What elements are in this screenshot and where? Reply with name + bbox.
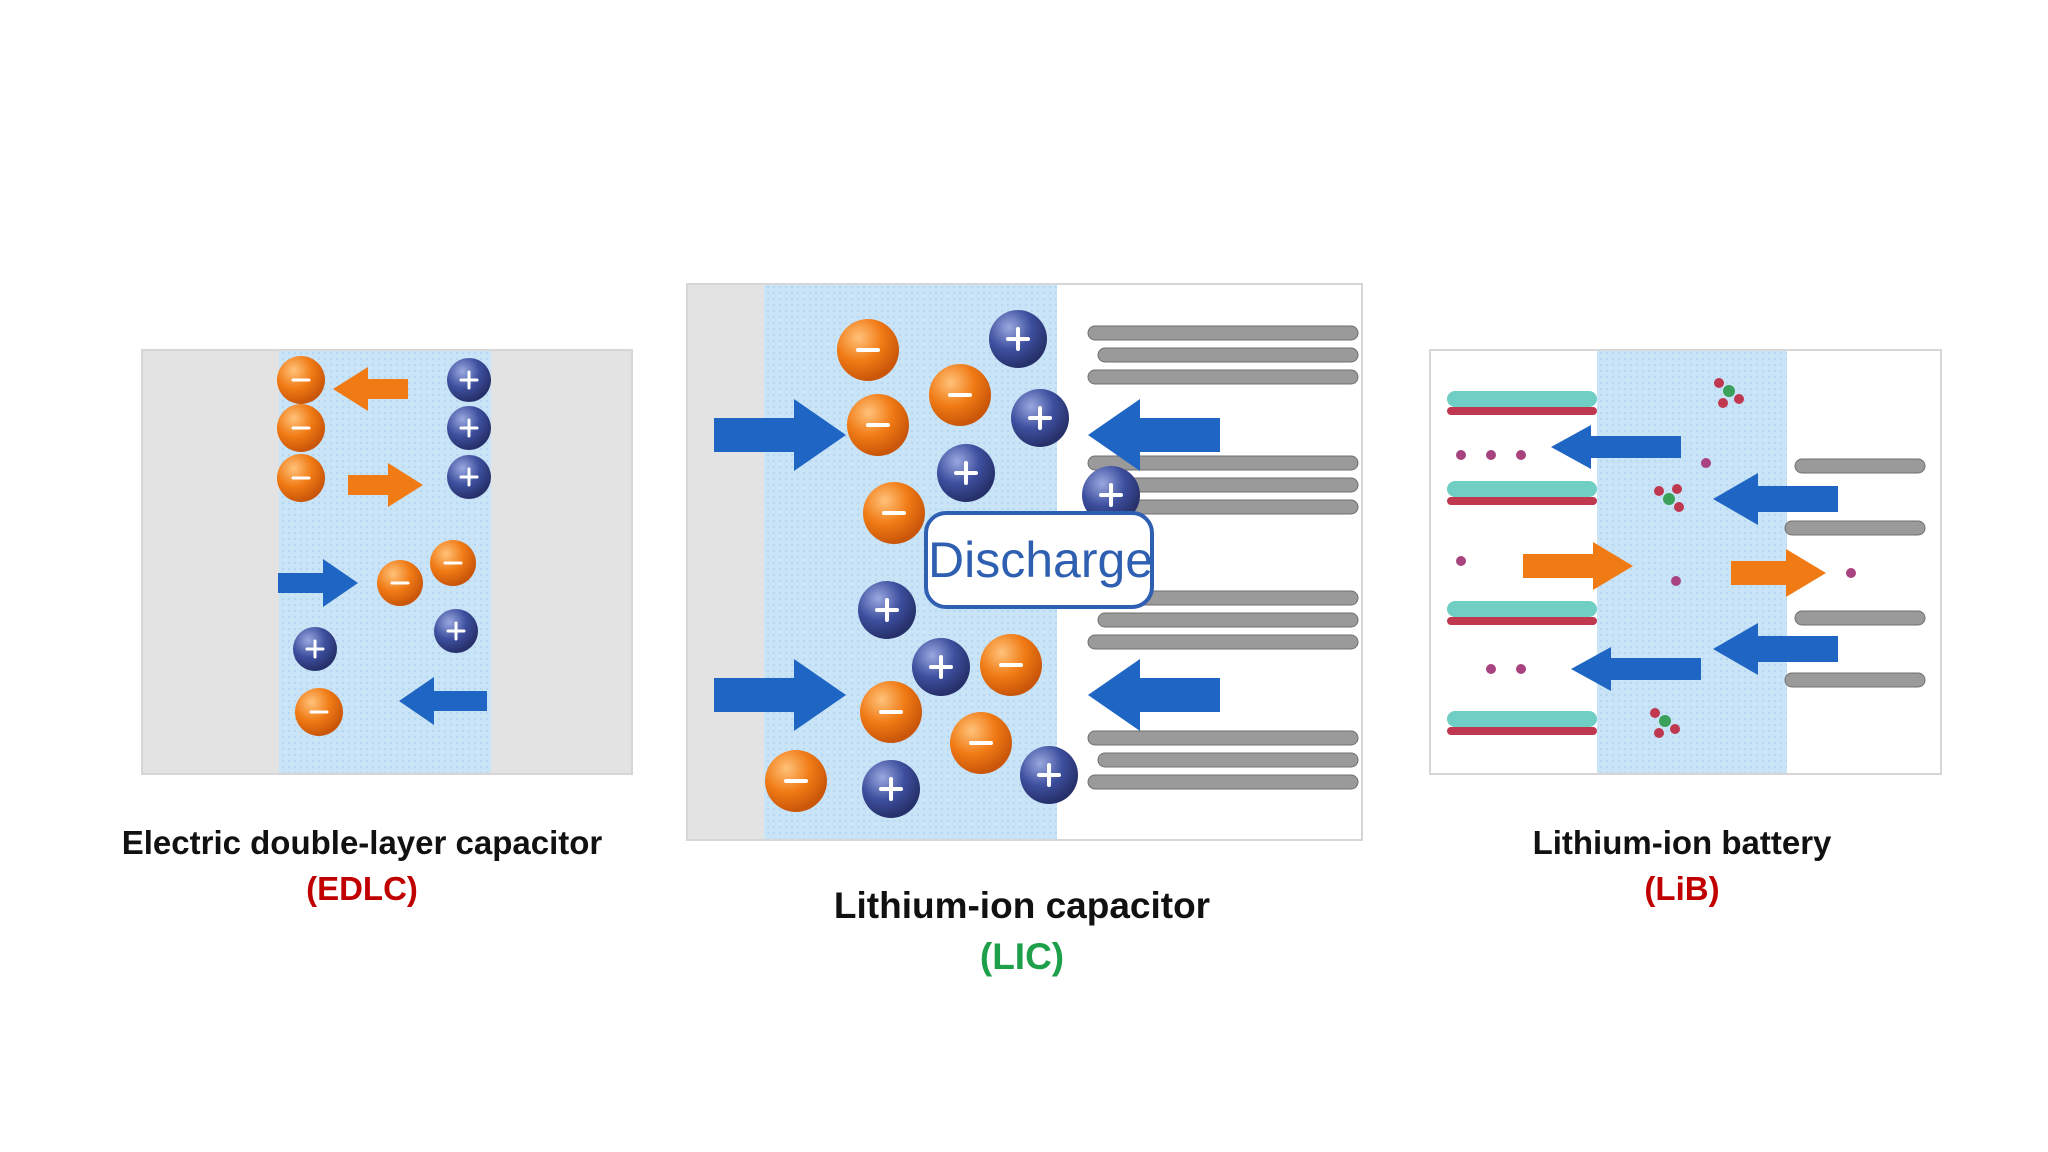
lic-diagram: Discharge: [686, 283, 1363, 841]
lic-name: Lithium-ion capacitor: [833, 885, 1211, 926]
arrow-right-orange-icon: [348, 463, 423, 507]
edlc-caption: Electric double-layer capacitor (EDLC): [100, 820, 624, 912]
arrow-left-blue-icon: [1571, 647, 1701, 691]
lib-abbreviation: (LiB): [1644, 870, 1720, 907]
lithium-ions: [1456, 450, 1856, 674]
arrow-right-blue-icon: [278, 559, 358, 607]
arrow-right-blue-icon: [714, 399, 846, 471]
cathode-layers: [1447, 391, 1597, 735]
arrow-left-blue-icon: [1088, 399, 1220, 471]
edlc-diagram: [141, 349, 633, 775]
discharge-label: Discharge: [924, 511, 1154, 609]
lib-name: Lithium-ion battery: [1532, 824, 1832, 861]
arrow-left-orange-icon: [333, 367, 408, 411]
lic-abbreviation: (LIC): [979, 936, 1065, 977]
lic-caption: Lithium-ion capacitor (LIC): [760, 880, 1284, 982]
edlc-abbreviation: (EDLC): [306, 870, 418, 907]
edlc-name: Electric double-layer capacitor: [121, 824, 603, 861]
graphite-layers: [1087, 325, 1359, 790]
arrow-left-blue-icon: [1551, 425, 1681, 469]
lib-diagram: [1429, 349, 1942, 775]
salt-molecules: [1650, 378, 1744, 738]
arrow-left-blue-icon: [1713, 473, 1838, 525]
anode-graphite: [1784, 458, 1926, 688]
arrow-right-orange-icon: [1523, 542, 1633, 590]
arrow-left-blue-icon: [399, 677, 487, 725]
arrow-right-blue-icon: [714, 659, 846, 731]
arrow-left-blue-icon: [1088, 659, 1220, 731]
arrow-left-blue-icon: [1713, 623, 1838, 675]
arrow-right-orange-icon: [1731, 549, 1826, 597]
lib-caption: Lithium-ion battery (LiB): [1420, 820, 1944, 912]
cation-particles: [858, 310, 1140, 818]
